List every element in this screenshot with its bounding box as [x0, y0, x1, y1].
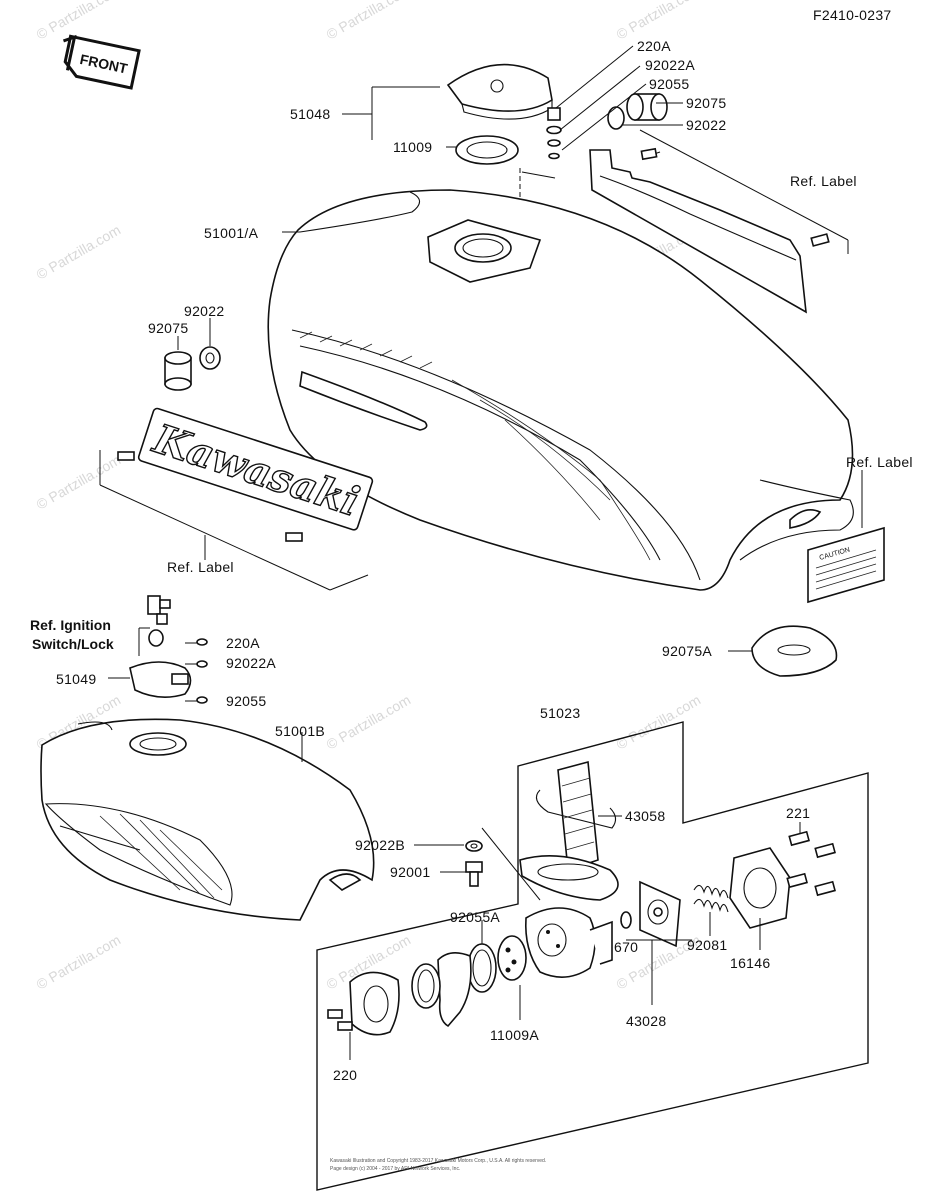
- cap-screw-stack: [546, 107, 562, 160]
- callout-51049: 51049: [56, 671, 96, 687]
- copyright-footer: Kawasaki Illustration and Copyright 1983…: [330, 1158, 546, 1172]
- callout-92022A-top: 92022A: [645, 57, 695, 73]
- watermark: © Partzilla.com: [34, 222, 124, 283]
- emblem-ref-box: [99, 450, 369, 591]
- leader-lines: [108, 45, 801, 1020]
- ignition-key: [147, 595, 171, 647]
- callout-92075-left: 92075: [148, 320, 188, 336]
- caution-label: CAUTION: [807, 470, 885, 604]
- watermark: © Partzilla.com: [614, 692, 704, 753]
- front-arrow-shadow: [62, 34, 77, 71]
- callout-51001B: 51001B: [275, 723, 325, 739]
- emblem-screws: [117, 451, 303, 542]
- fuel-cap-cover: [446, 63, 553, 120]
- callout-92022-left: 92022: [184, 303, 224, 319]
- callout-51023: 51023: [540, 705, 580, 721]
- diagram-code: F2410-0237: [813, 7, 892, 23]
- callout-16146: 16146: [730, 955, 770, 971]
- callout-92055A: 92055A: [450, 909, 500, 925]
- tank-cap-cover-small: [129, 661, 192, 698]
- callout-92022B: 92022B: [355, 837, 405, 853]
- ref-label-strip-top: [589, 129, 849, 314]
- fuel-tank-side-view: [40, 718, 375, 921]
- copyright-line-1: Kawasaki Illustration and Copyright 1983…: [330, 1158, 546, 1164]
- cap-fasteners-small: [196, 638, 208, 704]
- tank-pad-rubber: [751, 625, 838, 677]
- callout-92081: 92081: [687, 937, 727, 953]
- fuel-cock-frame: [316, 721, 869, 1191]
- callout-92075-top: 92075: [686, 95, 726, 111]
- callout-92022-top: 92022: [686, 117, 726, 133]
- copyright-line-2: Page design (c) 2004 - 2017 by ARI Netwo…: [330, 1166, 460, 1172]
- cock-lever: [411, 952, 472, 1028]
- fuel-cock-body: [524, 907, 613, 978]
- callout-92055-mid: 92055: [226, 693, 266, 709]
- damper-rubber-top: [607, 93, 668, 130]
- callout-92001: 92001: [390, 864, 430, 880]
- watermark: © Partzilla.com: [34, 0, 124, 43]
- callout-220A-top: 220A: [637, 38, 671, 54]
- callout-220A-mid: 220A: [226, 635, 260, 651]
- diaphragm-cover: [729, 847, 791, 950]
- cock-o-ring: [467, 943, 497, 993]
- watermark: © Partzilla.com: [614, 0, 704, 43]
- callout-ref-label-top: Ref. Label: [790, 173, 857, 189]
- watermark: © Partzilla.com: [34, 452, 124, 513]
- cock-bolt: [465, 840, 483, 887]
- callout-51048: 51048: [290, 106, 330, 122]
- cock-cover-plate: [327, 971, 400, 1060]
- diaphragm-spring: [693, 884, 729, 936]
- cover-screws: [786, 830, 836, 897]
- callout-92055-top: 92055: [649, 76, 689, 92]
- callout-670: 670: [614, 939, 638, 955]
- cock-gasket-disc: [497, 935, 527, 981]
- callout-labels: 220A 92022A 92055 51048 11009 92075 9202…: [30, 38, 913, 1083]
- callout-92075A: 92075A: [662, 643, 712, 659]
- callout-11009A: 11009A: [490, 1027, 539, 1043]
- callout-220-bottom: 220: [333, 1067, 357, 1083]
- callout-92022A-mid: 92022A: [226, 655, 276, 671]
- callout-ref-ignition: Ref. Ignition: [30, 617, 111, 633]
- callout-ref-label-right: Ref. Label: [846, 454, 913, 470]
- watermark: © Partzilla.com: [324, 0, 414, 43]
- callout-43058: 43058: [625, 808, 665, 824]
- fuel-tank-main: [267, 189, 854, 591]
- callout-51001A: 51001/A: [204, 225, 259, 241]
- front-arrow-icon: [63, 34, 141, 90]
- cap-gasket: [455, 135, 519, 165]
- front-marker: FRONT: [62, 34, 141, 90]
- callout-ref-label-bottom: Ref. Label: [167, 559, 234, 575]
- damper-rubber-left: [164, 346, 221, 391]
- callout-switch-lock: Switch/Lock: [32, 636, 114, 652]
- callout-43028: 43028: [626, 1013, 666, 1029]
- callout-11009: 11009: [393, 139, 432, 155]
- vacuum-diaphragm: [620, 880, 692, 1005]
- fuel-strainer: [519, 760, 619, 901]
- callout-221: 221: [786, 805, 810, 821]
- watermark: © Partzilla.com: [34, 932, 124, 993]
- watermark: © Partzilla.com: [324, 692, 414, 753]
